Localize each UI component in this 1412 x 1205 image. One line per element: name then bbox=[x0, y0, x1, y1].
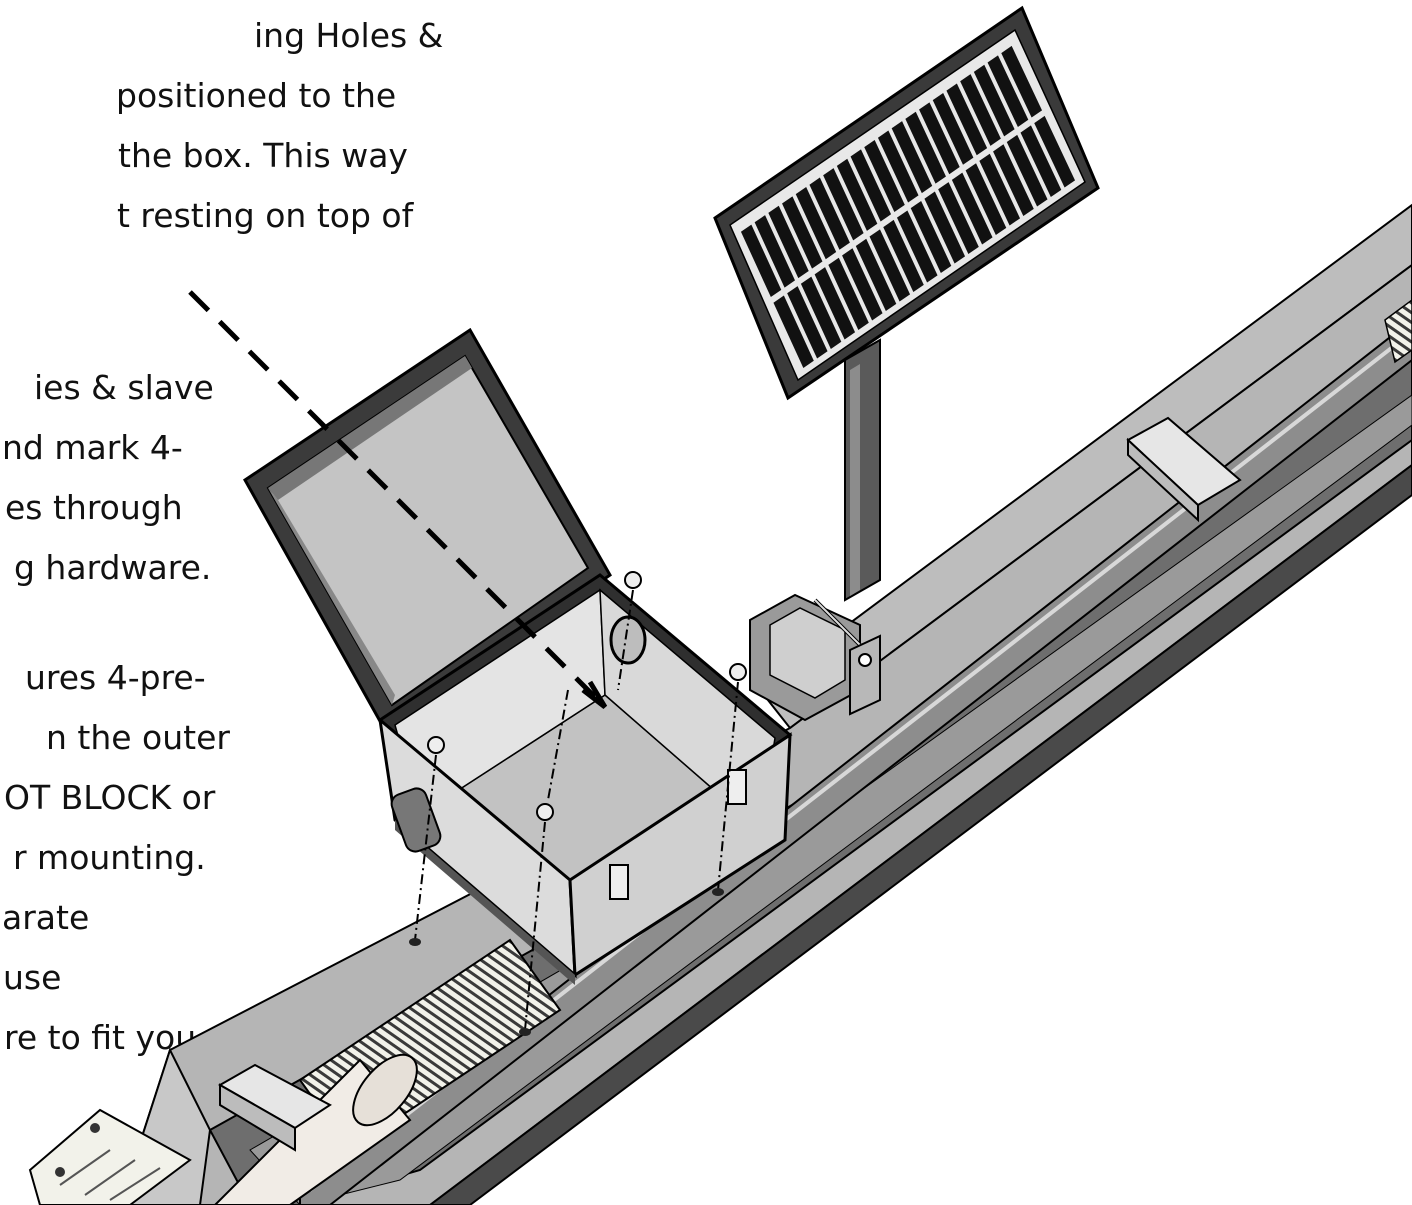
solar-cell bbox=[965, 163, 1007, 236]
solar-cell bbox=[842, 248, 883, 321]
solar-cell bbox=[877, 130, 919, 203]
instruction-line: ures 4-pre- bbox=[25, 658, 206, 697]
solar-cell bbox=[814, 267, 856, 340]
solar-cell bbox=[973, 64, 1015, 137]
instruction-line: arate bbox=[2, 898, 90, 937]
solar-cell bbox=[951, 172, 993, 245]
solar-cell bbox=[938, 182, 979, 255]
solar-cell bbox=[855, 238, 897, 312]
instruction-line: positioned to the bbox=[116, 76, 397, 115]
latch bbox=[727, 769, 747, 805]
solar-cell bbox=[773, 295, 814, 369]
instruction-line: r mounting. bbox=[13, 838, 206, 877]
solar-cell bbox=[795, 186, 837, 260]
instruction-line: re to fit you bbox=[4, 1018, 197, 1057]
screw bbox=[729, 663, 747, 681]
latch bbox=[390, 787, 442, 853]
panel-post bbox=[844, 338, 881, 602]
solar-cell bbox=[993, 144, 1034, 217]
solar-cell bbox=[869, 229, 911, 302]
slider-block-lower bbox=[217, 1063, 332, 1152]
solar-cell bbox=[823, 168, 864, 241]
solar-cell bbox=[919, 102, 960, 175]
enclosure-box bbox=[377, 571, 793, 1036]
solar-cell bbox=[946, 83, 988, 156]
instruction-line: ies & slave bbox=[34, 368, 214, 407]
latch bbox=[609, 864, 629, 900]
solar-cell bbox=[809, 177, 850, 250]
solar-cell bbox=[782, 196, 823, 269]
slider-block-upper bbox=[1126, 416, 1242, 523]
solar-cell bbox=[836, 158, 878, 231]
solar-cell bbox=[960, 74, 1001, 146]
instruction-line: the box. This way bbox=[118, 136, 408, 175]
solar-cell bbox=[1006, 134, 1048, 207]
solar-cell bbox=[1001, 45, 1043, 118]
solar-cell bbox=[1020, 125, 1062, 198]
solar-panel bbox=[713, 5, 1100, 401]
instruction-line: g hardware. bbox=[14, 548, 212, 587]
solar-cell bbox=[800, 276, 842, 350]
solar-cell bbox=[768, 205, 809, 279]
instruction-line: t resting on top of bbox=[117, 196, 414, 235]
solar-cell bbox=[1034, 115, 1076, 188]
solar-cell bbox=[754, 215, 796, 288]
screw bbox=[624, 571, 642, 589]
rail-front-lip bbox=[428, 463, 1412, 1205]
screw bbox=[427, 736, 445, 754]
solar-cell bbox=[896, 210, 938, 283]
solar-cell bbox=[924, 191, 966, 264]
solar-cell bbox=[787, 286, 828, 359]
solar-cell bbox=[883, 219, 924, 293]
solar-cell bbox=[740, 224, 782, 298]
dashed-arrow bbox=[188, 290, 608, 709]
instruction-line: ing Holes & bbox=[254, 16, 444, 55]
solar-cell bbox=[864, 139, 905, 212]
rail-assembly bbox=[118, 203, 1412, 1205]
rail-back-wall bbox=[758, 203, 1412, 730]
instruction-line: n the outer bbox=[46, 718, 230, 757]
instruction-line: OT BLOCK or bbox=[4, 778, 216, 817]
solar-cell bbox=[905, 111, 946, 184]
solar-cell bbox=[828, 257, 869, 331]
solar-cell bbox=[932, 92, 974, 165]
solar-cell bbox=[850, 149, 892, 222]
solar-cell bbox=[910, 201, 952, 274]
coil-spring-upper bbox=[1384, 299, 1412, 364]
instruction-line: use bbox=[3, 958, 62, 997]
post-bracket bbox=[749, 593, 881, 722]
rail-top-surface bbox=[118, 263, 1412, 1205]
solar-cell bbox=[979, 153, 1021, 226]
solar-cell bbox=[891, 121, 933, 194]
solar-cell bbox=[987, 55, 1029, 127]
instruction-line: nd mark 4- bbox=[2, 428, 183, 467]
motor-end-block bbox=[28, 1108, 192, 1205]
screw bbox=[536, 803, 554, 821]
instruction-line: es through bbox=[5, 488, 183, 527]
